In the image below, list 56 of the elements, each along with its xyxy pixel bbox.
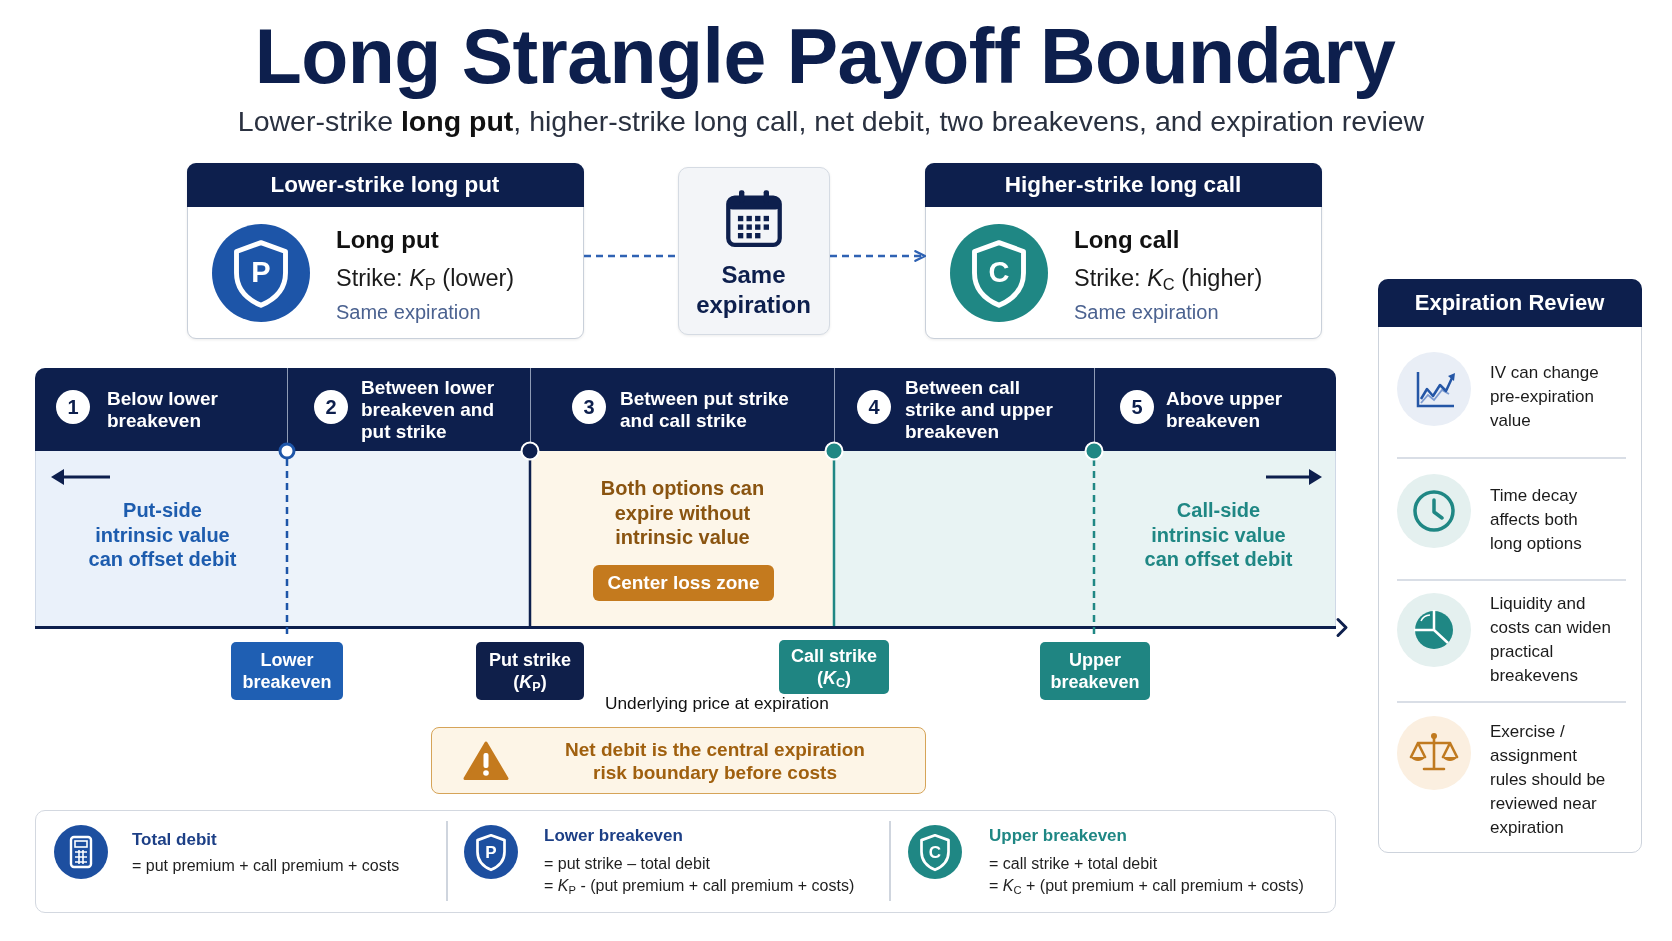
formula-text: = put premium + call premium + costs — [132, 856, 400, 876]
option-name: Long call — [1074, 225, 1180, 255]
price-zone — [1094, 368, 1336, 629]
option-name: Long put — [336, 225, 439, 255]
price-level-label: Put strike (K$_{P}$) — [476, 642, 584, 700]
shield-letter: C — [927, 842, 943, 864]
formula-title: Total debit — [132, 830, 217, 850]
price-zone — [287, 368, 530, 629]
subtitle: Lower-strike long put, higher-strike long call, net debit, two breakevens, and expiration review — [237, 104, 1425, 138]
warning-text: Net debit is the central expiration risk boundary before costs — [564, 737, 866, 784]
panel-header: Expiration Review — [1377, 278, 1642, 327]
price-zone — [530, 368, 834, 629]
card-header: Lower-strike long put — [186, 162, 584, 207]
axis-label: Underlying price at expiration — [605, 693, 829, 713]
price-zone — [834, 368, 1094, 629]
zone-title: Above upper breakeven — [1166, 387, 1284, 432]
strike-text: Strike: K$_{C}$ (higher) — [1074, 264, 1263, 293]
price-level-label: Lower breakeven — [231, 642, 343, 700]
card-title: Same expiration — [695, 260, 812, 320]
formula-title: Upper breakeven — [989, 826, 1127, 846]
expiration-text: Same expiration — [336, 300, 481, 325]
review-panel — [1378, 279, 1642, 853]
shield-letter: P — [250, 255, 272, 290]
zone-note: Put-side intrinsic value can offset debit — [87, 498, 238, 572]
warning-callout — [431, 727, 926, 794]
price-level-label: Call strike (K$_{C}$) — [779, 640, 889, 694]
zone-title: Between call strike and upper breakeven — [905, 376, 1054, 443]
shield-letter: P — [484, 842, 498, 864]
review-item-text: Time decay affects both long options — [1490, 485, 1583, 555]
shield-letter: C — [987, 255, 1011, 290]
card-header: Higher-strike long call — [924, 162, 1322, 207]
formula-text: = K$_{P}$ - (put premium + call premium + costs) — [544, 876, 855, 896]
zone-note: Call-side intrinsic value can offset debit — [1143, 498, 1294, 572]
price-zone — [35, 368, 287, 629]
info-card — [678, 167, 830, 335]
review-item-text: IV can change pre-expiration value — [1490, 362, 1600, 432]
price-level-label: Upper breakeven — [1040, 642, 1150, 700]
formula-title: Lower breakeven — [544, 826, 683, 846]
zone-note: Both options can expire without intrinsic value — [599, 476, 766, 550]
zone-title: Between lower breakeven and put strike — [361, 376, 496, 443]
title: Long Strangle Payoff Boundary — [254, 13, 1396, 99]
expiration-text: Same expiration — [1074, 300, 1219, 325]
review-item-text: Exercise / assignment rules should be reviewed near expiration — [1490, 721, 1607, 839]
arrow — [830, 250, 927, 262]
zone-title: Between put strike and call strike — [620, 387, 790, 432]
formula-text: = K$_{C}$ + (put premium + call premium + costs) — [989, 876, 1304, 896]
formula-text: = call strike + total debit — [989, 854, 1158, 874]
review-item-text: Liquidity and costs can widen practical breakevens — [1490, 593, 1612, 687]
formula-panel — [35, 810, 1336, 913]
formula-text: = put strike – total debit — [544, 854, 710, 874]
option-card — [187, 163, 584, 339]
zone-title: Below lower breakeven — [107, 387, 219, 432]
option-card — [925, 163, 1322, 339]
strike-text: Strike: K$_{P}$ (lower) — [336, 264, 515, 293]
loss-zone-label: Center loss zone — [593, 565, 774, 601]
connector-line — [584, 254, 678, 258]
